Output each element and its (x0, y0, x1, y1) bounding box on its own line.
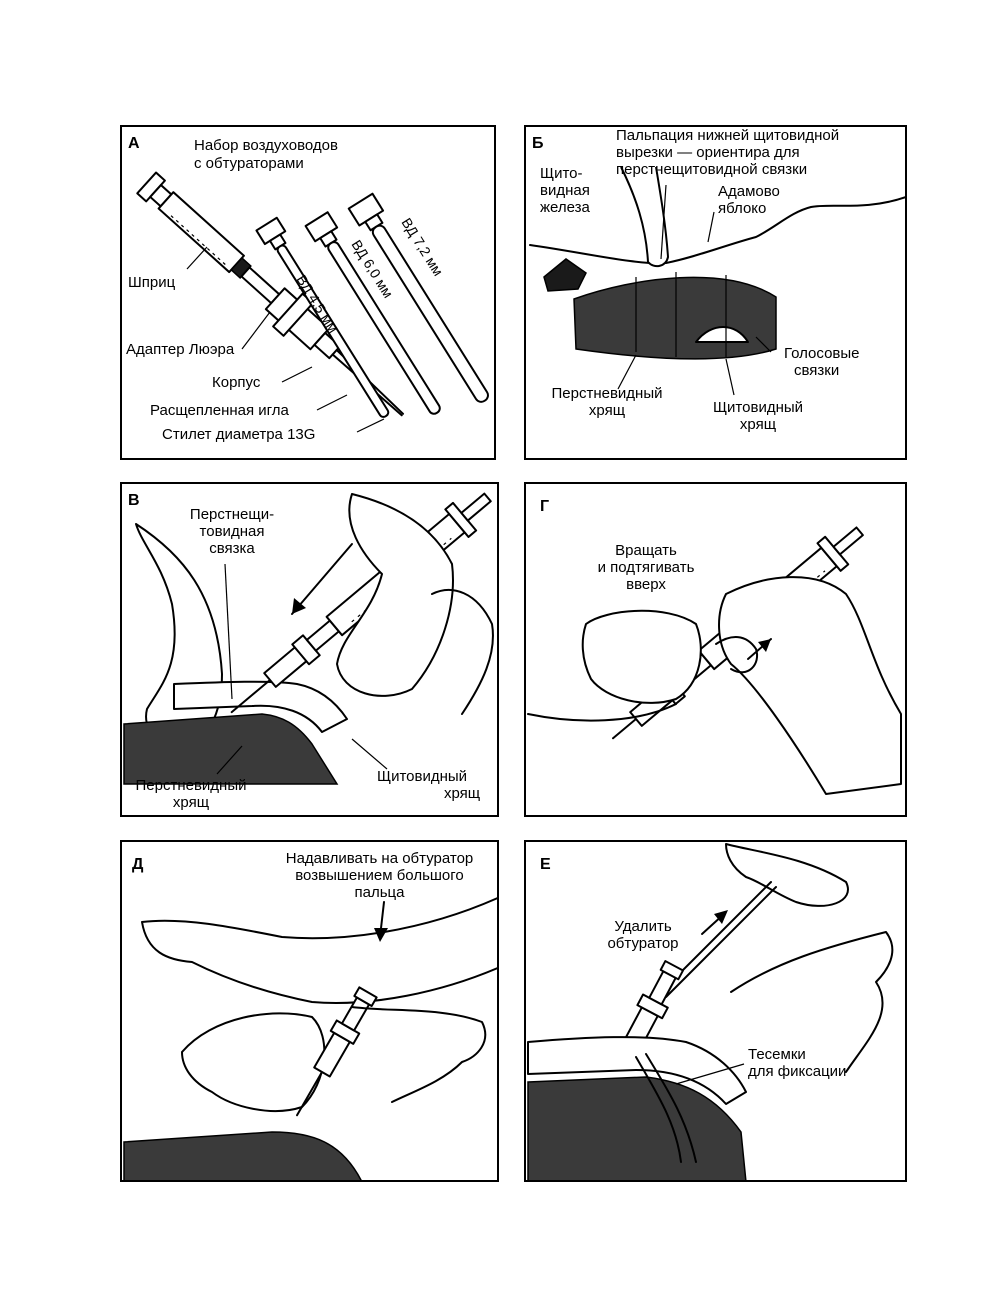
press-line-3: пальца (354, 884, 405, 901)
panel-d: Д Надавливать на обтуратор возвышением б… (120, 840, 499, 1182)
rotate-line-1: Вращать (615, 542, 677, 559)
thyroid-cartilage-line-1: Щитовидный (712, 399, 804, 416)
cricoid-cartilage-line-1: Перстневидный (551, 385, 663, 402)
panel-g: Г Вращать и подтягивать вверх (524, 482, 907, 817)
fixation-ties-line-2: для фиксации (748, 1063, 847, 1080)
airway-kit-illustration (136, 171, 489, 433)
body-label: Корпус (212, 374, 261, 391)
adams-apple-line-2: яблоко (718, 200, 767, 217)
vocal-cords-line-1: Голосовые (784, 345, 860, 362)
rotate-line-3: вверх (626, 576, 666, 593)
cricoid-cartilage-line-2: хрящ (172, 794, 210, 811)
palpation-line-2: вырезки — ориентира для (616, 144, 800, 161)
thyroid-cartilage-line-1: Щитовидный (377, 768, 468, 785)
thyroid-cartilage-line-2: хрящ (739, 416, 777, 433)
syringe-label: Шприц (128, 274, 176, 291)
panel-e-letter: Е (540, 856, 551, 873)
thyroid-gland-line-2: видная (540, 182, 590, 199)
cricothyroid-ligament-line-2: товидная (199, 523, 265, 540)
panel-b-letter: Б (532, 135, 544, 152)
split-needle-label: Расщепленная игла (150, 402, 289, 419)
remove-obturator-line-2: обтуратор (607, 935, 679, 952)
palpation-line-3: перстнещитовидной связки (616, 161, 808, 178)
panel-b: Б Пальпация нижней щитовидной вырезки — … (524, 125, 907, 460)
panel-a: А Набор воздуховодов с обтураторами Шпри… (120, 125, 496, 460)
remove-obturator-line-1: Удалить (614, 918, 672, 935)
thyroid-gland-line-3: железа (540, 199, 590, 216)
kit-title-line-2: с обтураторами (194, 155, 304, 172)
panel-e: Е Удалить обтуратор Тесемки для фиксации (524, 840, 907, 1182)
vocal-cords-line-2: связки (794, 362, 840, 379)
panel-a-letter: А (128, 135, 140, 152)
needle-insertion-illustration (123, 492, 494, 785)
cricoid-cartilage-line-1: Перстневидный (135, 777, 247, 794)
luer-adapter-label: Адаптер Люэра (126, 341, 235, 358)
rotate-line-2: и подтягивать (597, 559, 695, 576)
thyroid-gland-line-1: Щито- (540, 165, 583, 182)
kit-title-line-1: Набор воздуховодов (194, 137, 338, 154)
panel-v: В Перстнещи- товидная связка Перстневидн… (120, 482, 499, 817)
cricoid-cartilage-line-2: хрящ (588, 402, 626, 419)
rotate-and-pull-illustration (527, 526, 902, 795)
stylet-label: Стилет диаметра 13G (162, 426, 316, 443)
cricothyroid-ligament-line-3: связка (209, 540, 255, 557)
palpation-line-1: Пальпация нижней щитовидной (616, 127, 840, 144)
adams-apple-line-1: Адамово (718, 183, 780, 200)
thyroid-cartilage-line-2: хрящ (444, 785, 481, 802)
panel-g-letter: Г (540, 498, 550, 515)
cricothyroid-ligament-line-1: Перстнещи- (189, 506, 275, 523)
panel-v-letter: В (128, 492, 140, 509)
remove-obturator-illustration (527, 843, 894, 1180)
panel-d-letter: Д (132, 856, 144, 873)
press-line-2: возвышением большого (295, 867, 464, 884)
press-obturator-illustration (123, 897, 497, 1180)
press-line-1: Надавливать на обтуратор (285, 850, 474, 867)
fixation-ties-line-1: Тесемки (748, 1046, 806, 1063)
larynx-anatomy-illustration (529, 166, 905, 396)
